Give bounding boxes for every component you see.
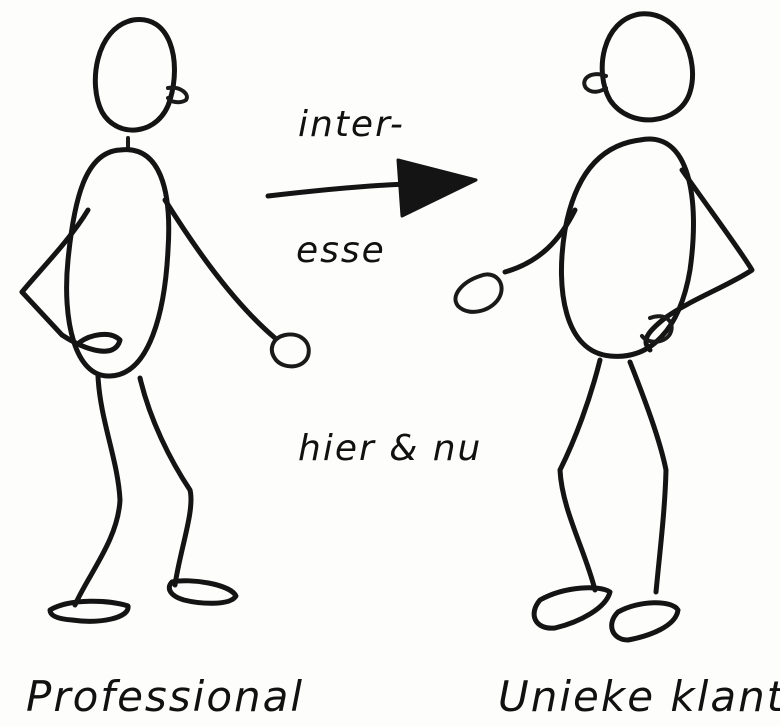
client-body <box>558 136 696 359</box>
professional-figure <box>19 17 311 624</box>
label-professional: Professional <box>26 672 305 721</box>
label-here-now: hier & nu <box>298 428 483 469</box>
label-esse: esse <box>296 230 386 271</box>
label-inter: inter- <box>298 104 405 145</box>
label-unique-client: Unieke klant <box>498 672 780 721</box>
client-head <box>599 11 696 123</box>
professional-nose <box>166 85 189 105</box>
professional-head <box>92 17 177 133</box>
arrow-right-icon <box>265 158 478 218</box>
client-figure <box>453 11 755 643</box>
